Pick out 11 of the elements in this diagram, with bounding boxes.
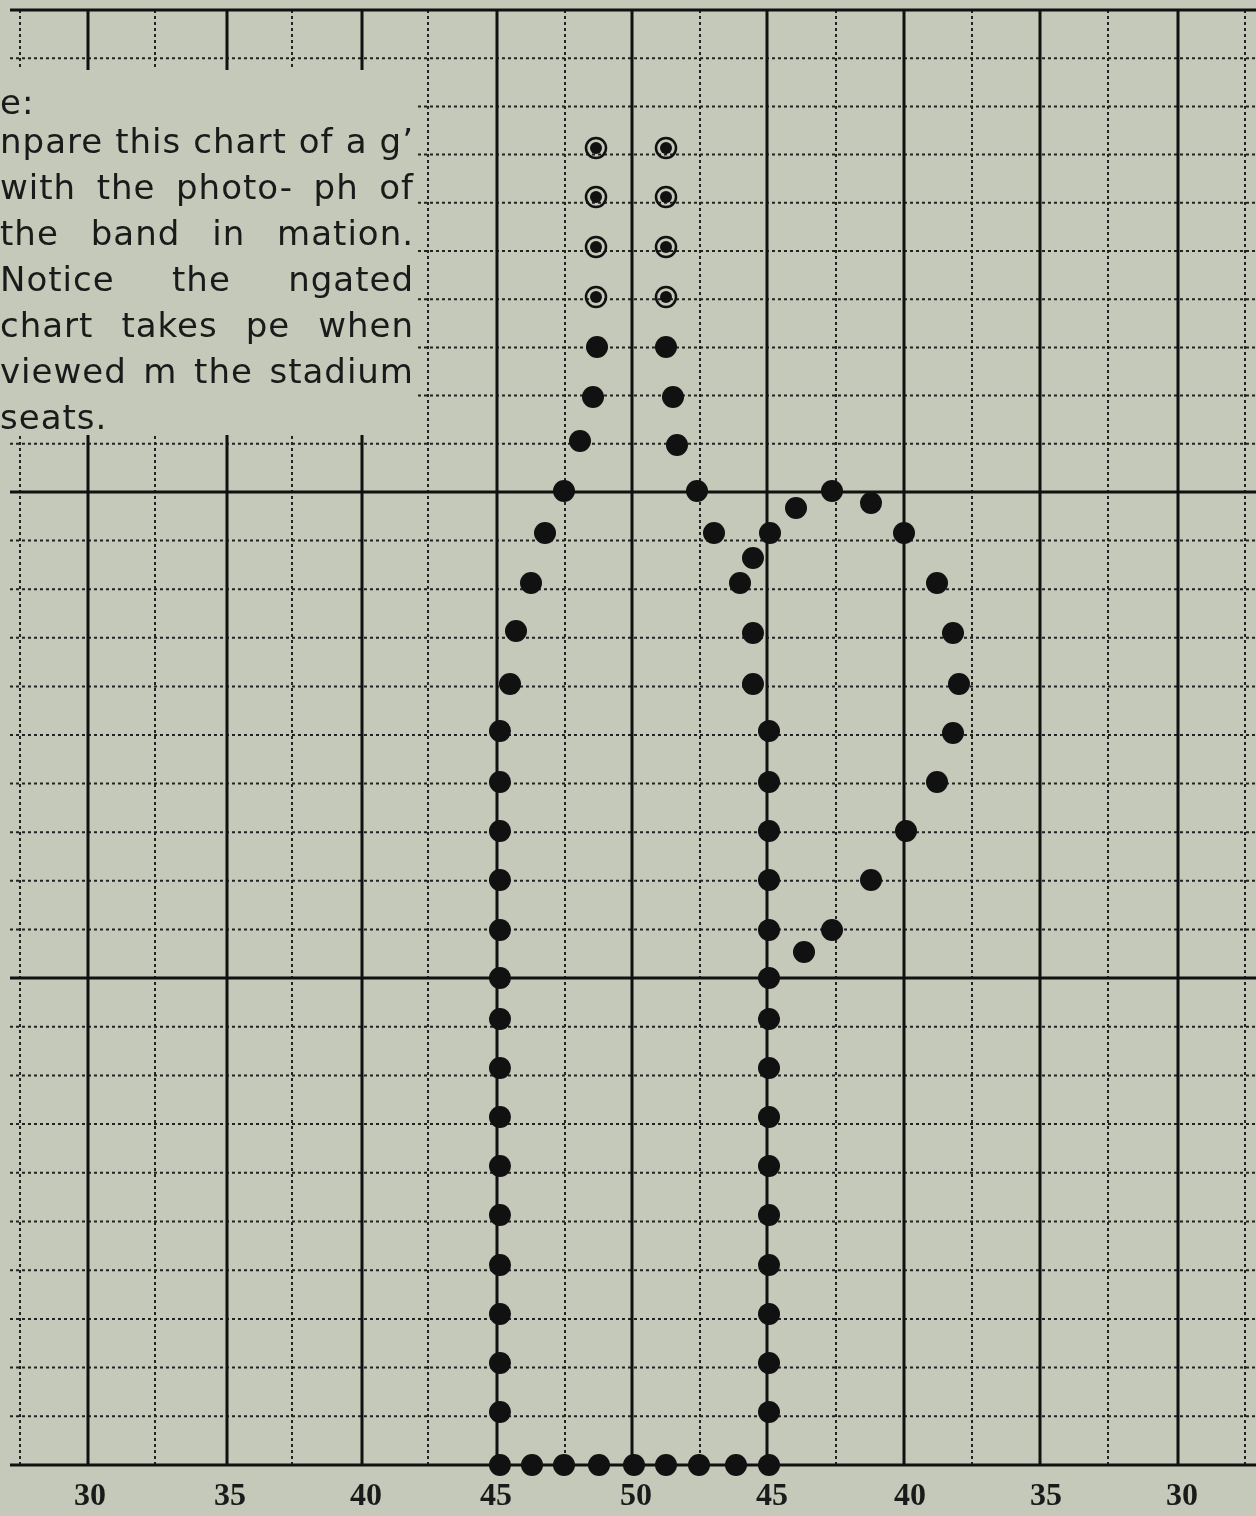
- yard-number: 40: [893, 1476, 927, 1513]
- note-paragraph: npare this chart of a g’ with the photo- ph of the band in mation. Notice the ngated chart takes pe when viewed m the stadium seats.: [0, 120, 414, 439]
- yard-number: 45: [479, 1476, 513, 1513]
- note-heading: e:: [0, 82, 35, 122]
- yard-number: 40: [349, 1476, 383, 1513]
- yard-number: 35: [1029, 1476, 1063, 1513]
- yard-number: 50: [619, 1476, 653, 1513]
- yard-number: 35: [213, 1476, 247, 1513]
- yard-number: 45: [755, 1476, 789, 1513]
- yard-number: 30: [73, 1476, 107, 1513]
- yard-number: 30: [1165, 1476, 1199, 1513]
